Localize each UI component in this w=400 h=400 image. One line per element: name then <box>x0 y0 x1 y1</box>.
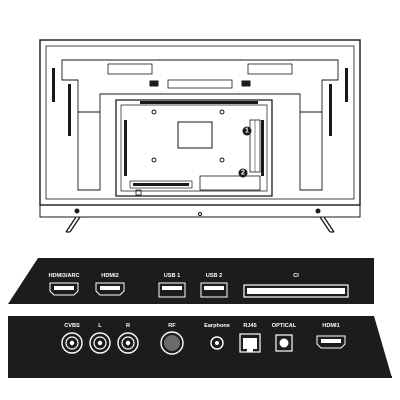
chassis-upper-frame <box>61 59 339 113</box>
cvbs-jack <box>61 332 83 354</box>
callout-circle <box>242 126 252 136</box>
chassis-center-block-left <box>149 80 159 87</box>
hdmi3-port <box>49 282 79 296</box>
audio-r-jack <box>117 332 139 354</box>
port-label-earphone: Earphone <box>204 323 230 329</box>
main-board-cover-inner <box>120 104 268 192</box>
screw-bottom-right <box>315 208 321 214</box>
main-board-cover <box>115 99 273 197</box>
cover-side-port-box <box>199 175 261 191</box>
panel-bottom-body <box>8 316 392 378</box>
port-label-usb2: USB 2 <box>206 273 222 279</box>
tv-stands <box>65 216 335 233</box>
vent-left-inner <box>68 84 71 136</box>
chassis-top-slot-left <box>107 63 153 75</box>
tv-inner-frame <box>45 45 355 200</box>
panel-bottom: CVBS L R RF Earphone RJ45 <box>8 316 392 378</box>
mount-hole-br <box>219 157 225 163</box>
hdmi1-port <box>316 335 346 349</box>
rf-connector <box>160 331 184 355</box>
small-bracket <box>135 189 142 196</box>
stand-left <box>65 216 81 233</box>
chassis-right-rail <box>299 112 323 191</box>
stand-right <box>319 216 335 233</box>
panel-top: HDMI3/ARC HDMI2 USB 1 USB 2 CI <box>8 258 374 304</box>
usb1-port <box>158 282 186 298</box>
cover-vent-right <box>261 120 264 176</box>
port-label-l: L <box>98 323 102 329</box>
sensor-bottom-center <box>198 212 202 216</box>
wall-mount-plate <box>177 121 213 149</box>
port-label-ci: CI <box>293 273 299 279</box>
port-label-rj45: RJ45 <box>243 323 256 329</box>
vent-left-outer <box>52 68 55 102</box>
audio-l-jack <box>89 332 111 354</box>
earphone-jack <box>210 336 224 350</box>
callout-2: 2 <box>238 168 248 178</box>
chassis-top-slot-right <box>247 63 293 75</box>
optical-port <box>275 334 293 352</box>
cover-vent-row <box>140 101 258 104</box>
chassis-top-slot-center <box>167 79 233 89</box>
mount-hole-bl <box>151 157 157 163</box>
cover-vent-left <box>124 120 127 176</box>
tv-back-view <box>39 39 361 218</box>
port-label-rf: RF <box>168 323 176 329</box>
mount-hole-tl <box>151 109 157 115</box>
usb2-port <box>200 282 228 298</box>
screw-bottom-left <box>74 208 80 214</box>
mount-hole-tr <box>219 109 225 115</box>
port-label-optical: OPTICAL <box>272 323 297 329</box>
port-label-hdmi3-arc: HDMI3/ARC <box>48 273 79 279</box>
port-label-cvbs: CVBS <box>64 323 80 329</box>
callout-label: 1 <box>245 128 249 135</box>
port-label-r: R <box>126 323 130 329</box>
port-label-hdmi1: HDMI1 <box>322 323 339 329</box>
hdmi2-port <box>95 282 125 296</box>
rj45-port <box>239 333 261 353</box>
callout-circle <box>238 168 248 178</box>
chassis-left-rail <box>77 112 101 191</box>
chassis-center-block-right <box>241 80 251 87</box>
tv-bottom-strip <box>39 204 361 218</box>
ci-slot <box>243 284 349 298</box>
callout-1: 1 <box>242 126 252 136</box>
callout-label: 2 <box>241 170 245 177</box>
panel-bottom-slant <box>374 316 392 378</box>
vent-right-outer <box>345 68 348 102</box>
vent-right-inner <box>329 84 332 136</box>
port-label-usb1: USB 1 <box>164 273 180 279</box>
port-label-hdmi2: HDMI2 <box>101 273 118 279</box>
cover-port-strip <box>129 180 193 189</box>
cover-port-strip-fill <box>133 183 189 186</box>
